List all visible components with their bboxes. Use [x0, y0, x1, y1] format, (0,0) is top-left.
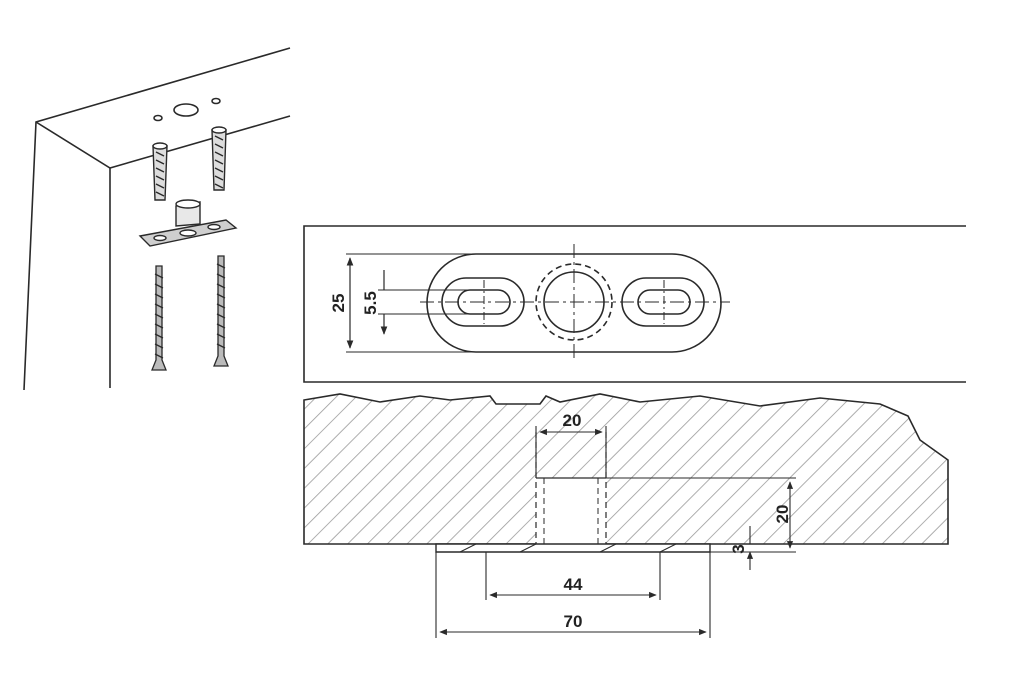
- dim-hole-depth: 20: [773, 505, 792, 524]
- mounting-plate-icon: [138, 199, 238, 247]
- dim-slot-width: 5.5: [361, 291, 380, 315]
- plan-view: [303, 225, 966, 383]
- cabinet-isometric-view: [23, 47, 291, 391]
- dim-plate-thickness: 3: [729, 544, 748, 553]
- dim-slot-spacing: 44: [564, 575, 583, 594]
- section-view: [303, 393, 949, 553]
- dim-post-width: 20: [563, 411, 582, 430]
- dim-plate-length: 70: [564, 612, 583, 631]
- section-dimensions: [435, 426, 796, 638]
- screw-icon: [151, 255, 229, 371]
- wall-plug-icon: [152, 126, 227, 201]
- dim-plate-width: 25: [329, 294, 348, 313]
